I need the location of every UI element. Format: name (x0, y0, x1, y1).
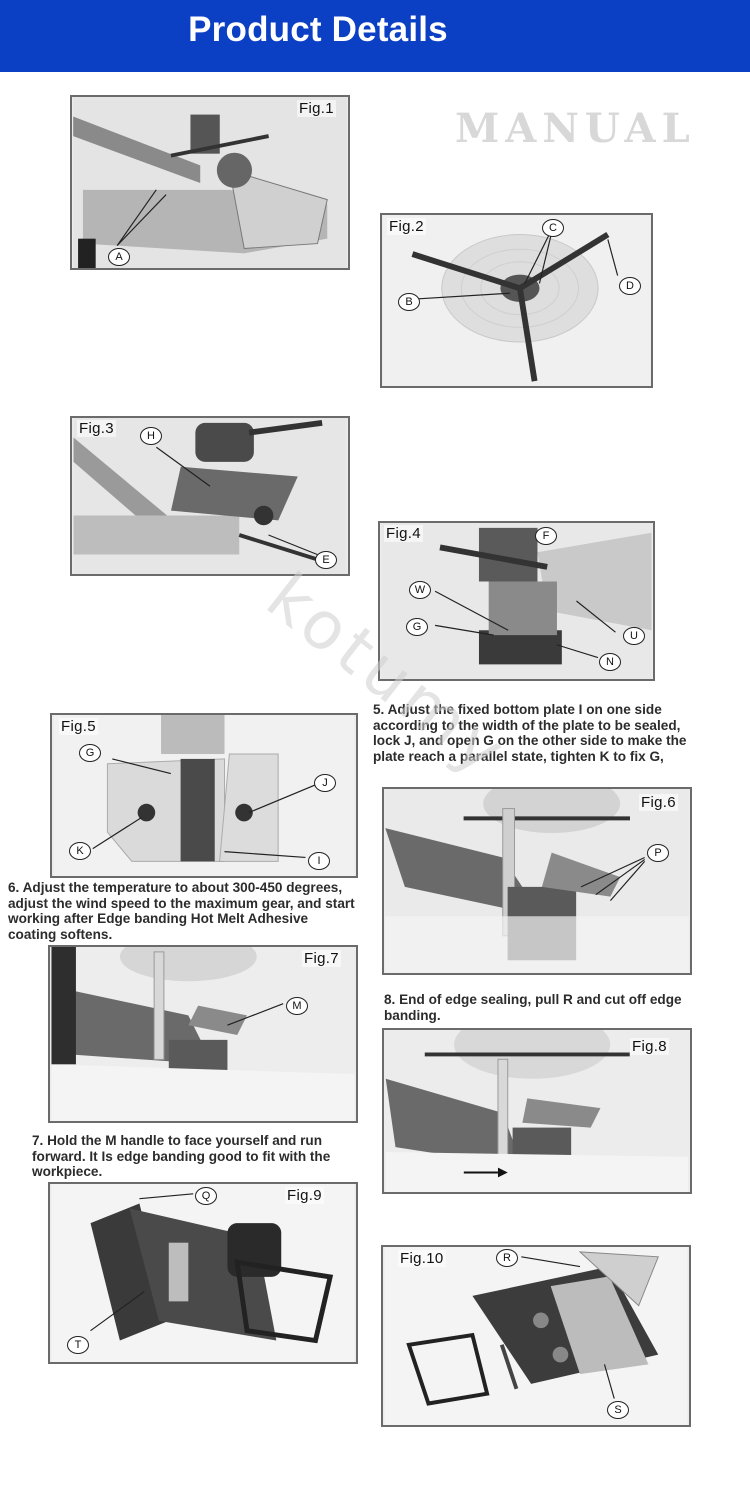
figure-10-label: Fig.10 (398, 1250, 446, 1267)
figure-6-illustration (385, 789, 689, 973)
figure-5: Fig.5 G J K I (50, 713, 358, 878)
figure-7-illustration (51, 947, 355, 1121)
figure-8-label: Fig.8 (630, 1038, 669, 1055)
figure-1-illustration (73, 97, 347, 268)
figure-6: Fig.6 P (382, 787, 692, 975)
figure-4: Fig.4 F W G U N (378, 521, 655, 681)
figure-10: Fig.10 R S (381, 1245, 691, 1427)
step-6-caption: 6. Adjust the temperature to about 300-4… (8, 880, 355, 942)
figure-7-label: Fig.7 (302, 950, 341, 967)
header-banner: Product Details (0, 0, 750, 72)
figure-9-label: Fig.9 (285, 1187, 324, 1204)
step-7-caption: 7. Hold the M handle to face yourself an… (32, 1133, 331, 1179)
callout-h: H (140, 427, 162, 445)
callout-g: G (406, 618, 428, 636)
callout-w: W (409, 581, 431, 599)
callout-u: U (623, 627, 645, 645)
figure-8: Fig.8 (382, 1028, 692, 1194)
callout-q: Q (195, 1187, 217, 1205)
callout-i: I (308, 852, 330, 870)
callout-e: E (315, 551, 337, 569)
callout-m: M (286, 997, 308, 1015)
figure-3-label: Fig.3 (77, 420, 116, 437)
figure-9: Fig.9 Q T (48, 1182, 358, 1364)
figure-2-illustration (383, 215, 650, 386)
callout-k: K (69, 842, 91, 860)
figure-2-label: Fig.2 (387, 218, 426, 235)
callout-j: J (314, 774, 336, 792)
figure-10-illustration (384, 1247, 688, 1425)
callout-r: R (496, 1249, 518, 1267)
figure-3-illustration (73, 418, 347, 574)
page-title: Product Details (188, 10, 448, 49)
callout-a: A (108, 248, 130, 266)
callout-p: P (647, 844, 669, 862)
callout-c: C (542, 219, 564, 237)
callout-d: D (619, 277, 641, 295)
callout-s: S (607, 1401, 629, 1419)
callout-b: B (398, 293, 420, 311)
callout-f: F (535, 527, 557, 545)
figure-9-illustration (51, 1184, 355, 1362)
background-manual-text: MANUAL (455, 105, 696, 152)
figure-1-label: Fig.1 (297, 100, 336, 117)
step-8-caption: 8. End of edge sealing, pull R and cut o… (384, 992, 682, 1023)
figure-5-illustration (53, 715, 355, 876)
callout-g-fig5: G (79, 744, 101, 762)
figure-7: Fig.7 M (48, 945, 358, 1123)
figure-5-label: Fig.5 (59, 718, 98, 735)
callout-n: N (599, 653, 621, 671)
figure-4-label: Fig.4 (384, 525, 423, 542)
figure-8-illustration (385, 1030, 689, 1192)
step-5-caption: 5. Adjust the fixed bottom plate I on on… (373, 702, 687, 764)
figure-2: Fig.2 C B D (380, 213, 653, 388)
figure-6-label: Fig.6 (639, 794, 678, 811)
callout-t: T (67, 1336, 89, 1354)
figure-3: Fig.3 H E (70, 416, 350, 576)
figure-1: Fig.1 A (70, 95, 350, 270)
